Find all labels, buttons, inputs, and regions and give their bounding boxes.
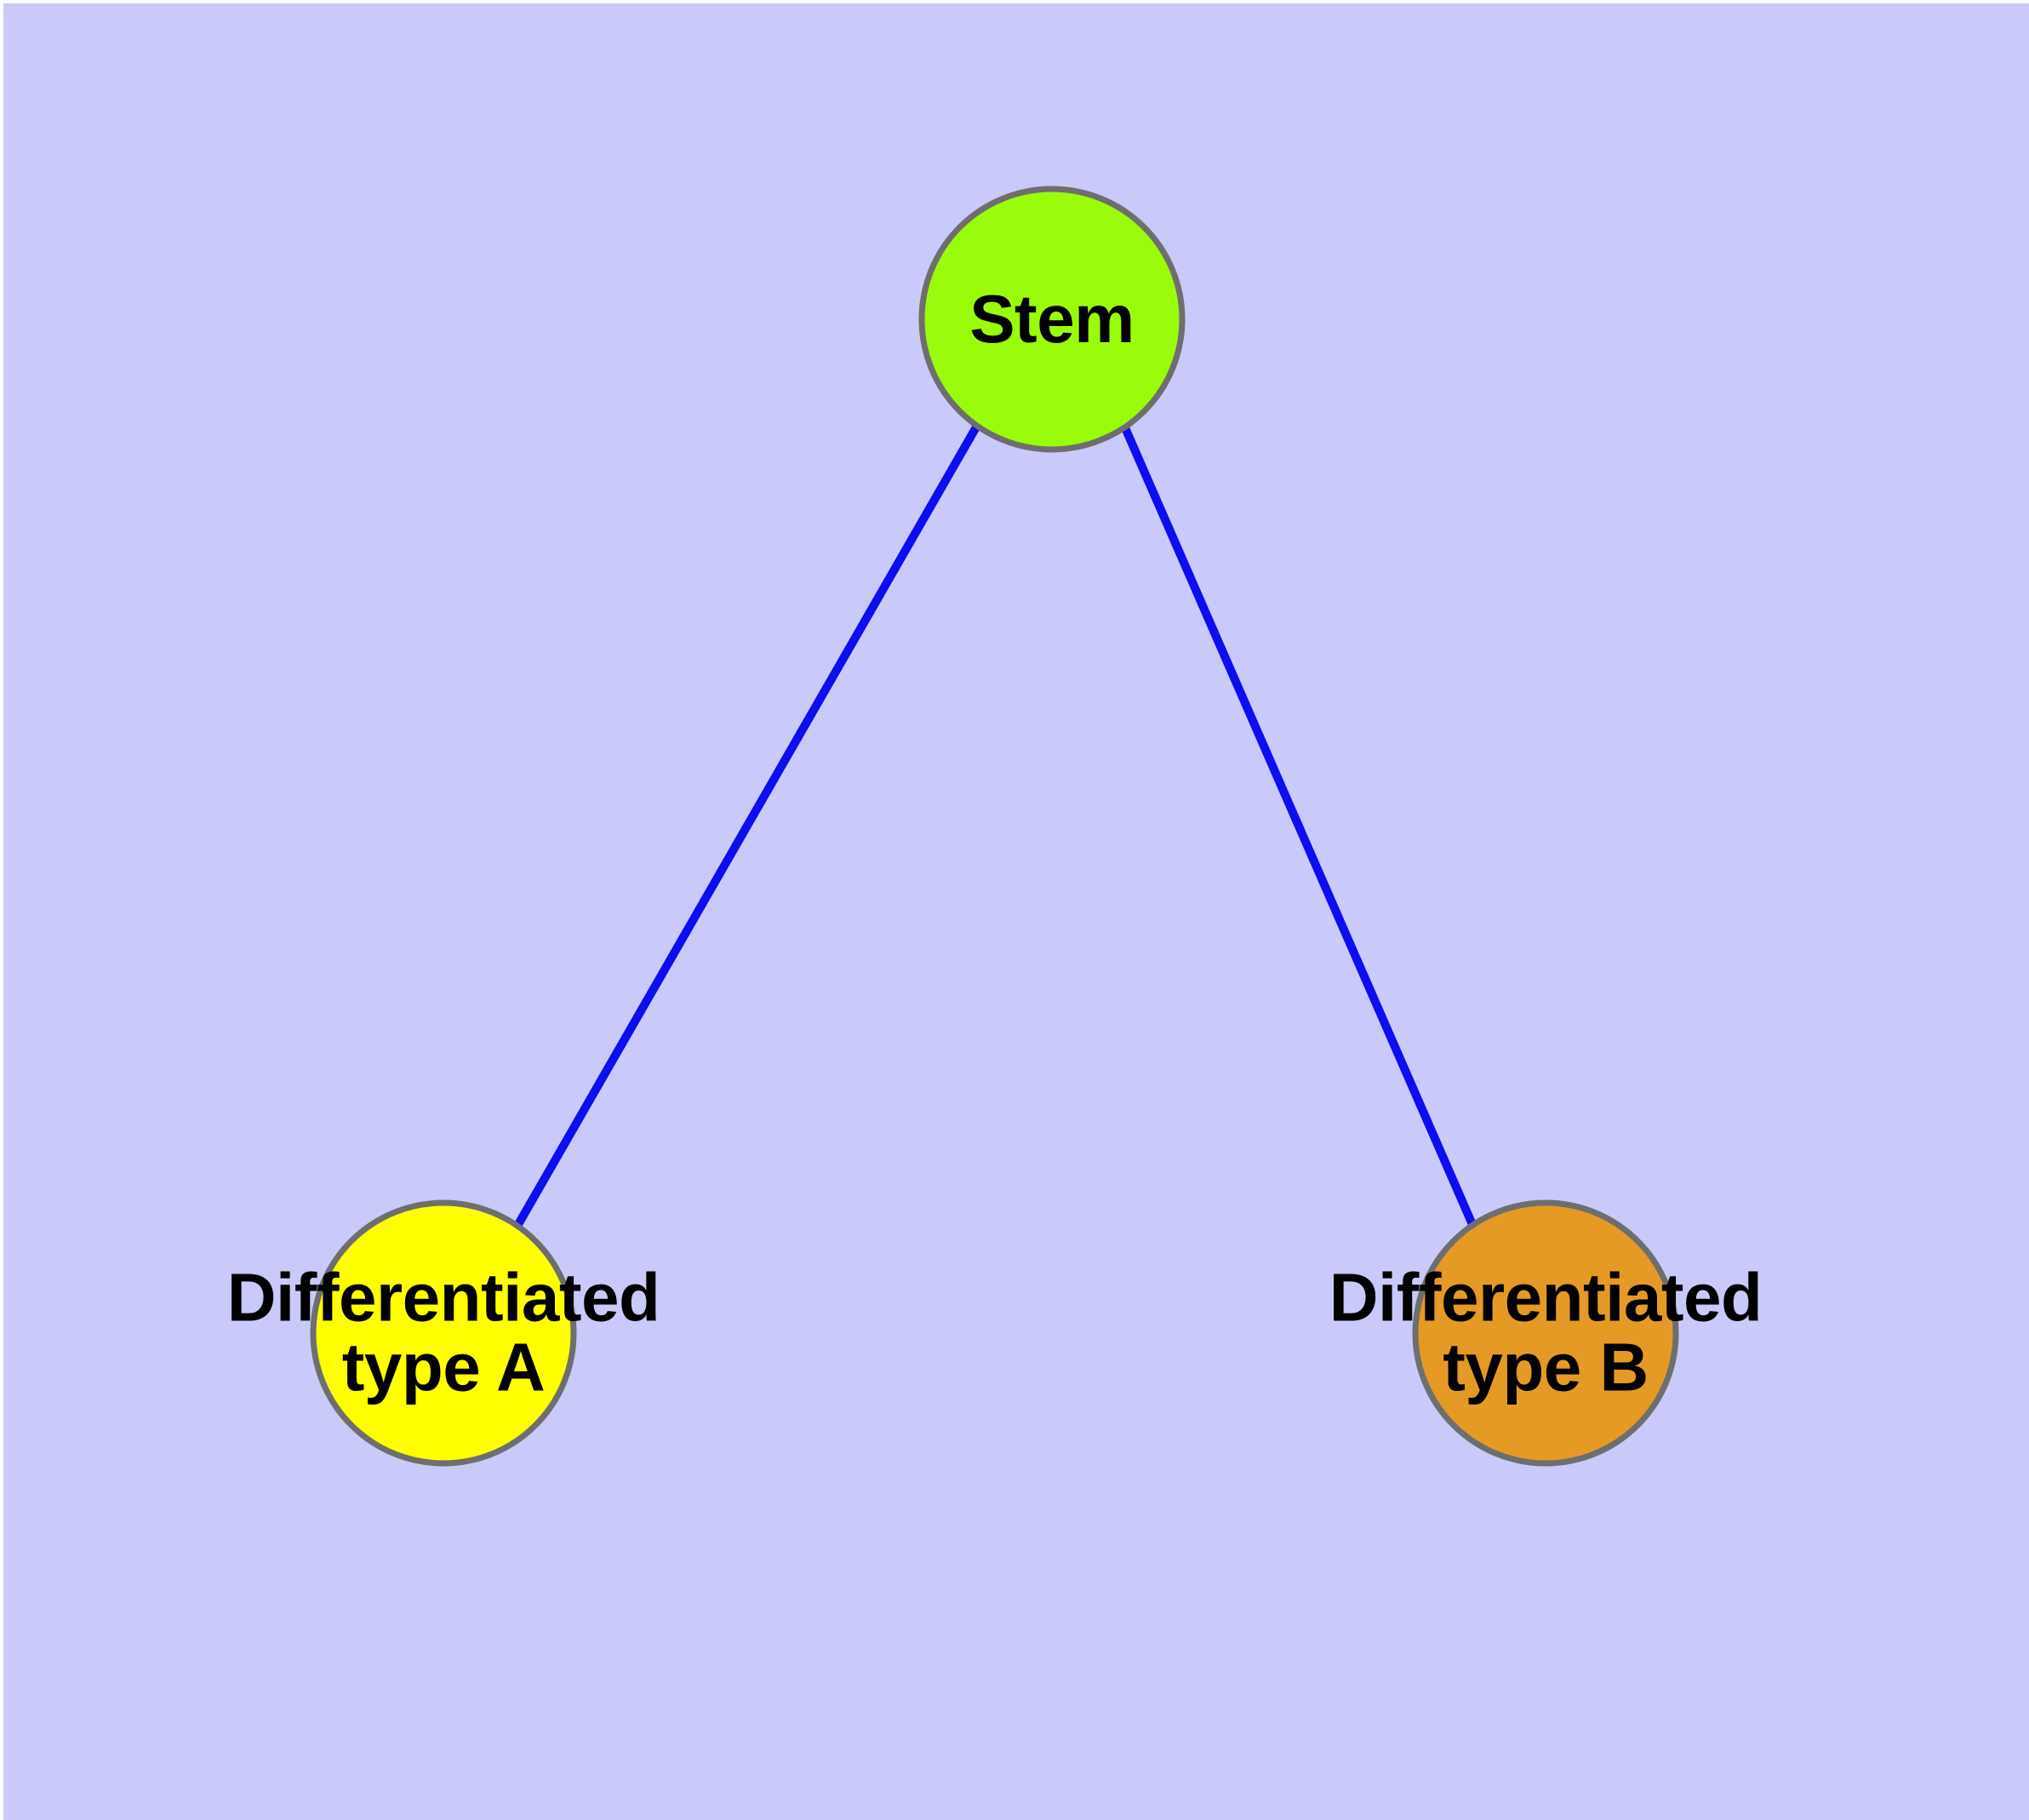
node-diff_b[interactable] bbox=[1412, 1199, 1679, 1467]
edge-stem-to-diff_a bbox=[513, 423, 981, 1228]
node-diff_a[interactable] bbox=[310, 1199, 577, 1467]
nodes-layer bbox=[310, 186, 1679, 1467]
node-stem[interactable] bbox=[918, 186, 1186, 453]
edges-layer bbox=[513, 422, 1478, 1230]
edge-stem-to-diff_b bbox=[1119, 422, 1478, 1230]
